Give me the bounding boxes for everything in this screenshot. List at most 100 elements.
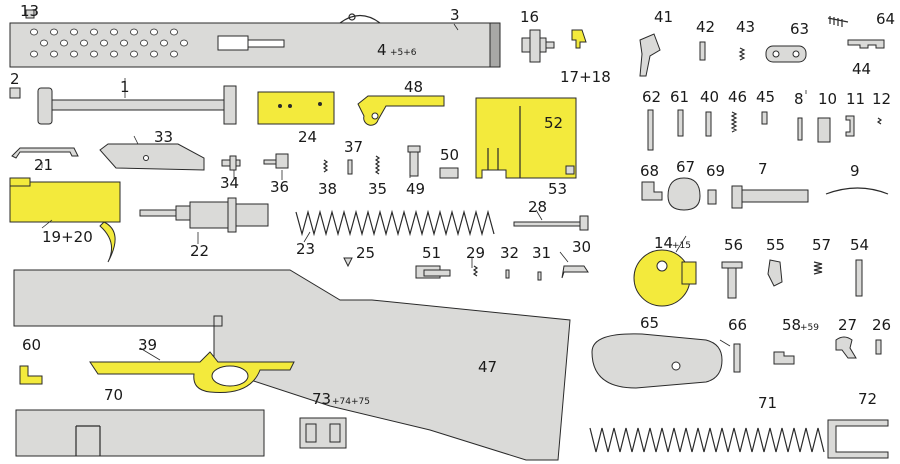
part-41-hammer [639,33,661,77]
label-11: 11 [846,90,865,108]
label-73: 73 [312,390,331,408]
part-57-spring [813,261,823,275]
label-42: 42 [696,18,715,36]
label-29: 29 [466,244,485,262]
label-4: 4 [377,41,387,59]
label-9: 9 [850,162,860,180]
part-11-clip [845,115,855,137]
label-27: 27 [838,316,857,334]
label-68: 68 [640,162,659,180]
label-49: 49 [406,180,425,198]
label-16: 16 [520,8,539,26]
part-23-recoil-spring [295,209,495,237]
part-67-swivel [667,177,701,211]
part-42-pin [699,41,706,61]
part-70-magazine [15,409,265,457]
part-7-rail [731,185,809,209]
part-3-receiver [9,13,501,68]
part-64-screw [827,16,849,27]
part-31-pin [537,271,542,281]
label-21: 21 [34,156,53,174]
part-10-plate [817,117,831,143]
label-14: 14 [654,234,673,252]
label-58-sub: +59 [800,323,819,333]
part-61-screw [677,109,684,137]
label-28: 28 [528,198,547,216]
label-40: 40 [700,88,719,106]
label-10: 10 [818,90,837,108]
label-55: 55 [766,236,785,254]
label-14-sub: +15 [672,241,691,251]
part-16 [521,29,555,63]
label-43: 43 [736,18,755,36]
part-44-piece [847,39,885,49]
part-labels: 13 3 4 +5+6 16 17+18 2 1 48 52 24 33 21 … [10,2,895,412]
part-55-lever [767,259,783,287]
label-56: 56 [724,236,743,254]
part-2-screw [9,87,21,99]
label-48: 48 [404,78,423,96]
label-57: 57 [812,236,831,254]
part-34-pin [221,155,241,171]
label-1: 1 [120,78,130,96]
part-37-pin [347,159,353,175]
part-13-stud [25,9,35,19]
part-56-screw [721,261,743,299]
part-32-pin [505,269,510,279]
label-60: 60 [22,336,41,354]
part-17-18 [571,29,587,49]
part-9-spring-wire [825,187,889,195]
part-65-buttplate [591,333,723,389]
part-39-trigger-guard [89,351,295,394]
part-71-spring [589,427,825,453]
part-51-screw [415,265,451,279]
label-51: 51 [422,244,441,262]
label-31: 31 [532,244,551,262]
label-37: 37 [344,138,363,156]
part-19-20-trigger-housing [9,177,121,263]
label-47: 47 [478,358,497,376]
label-69: 69 [706,162,725,180]
label-4-sub: +5+6 [390,48,417,58]
part-21 [11,147,79,159]
label-65: 65 [640,314,659,332]
label-71: 71 [758,394,777,412]
label-45: 45 [756,88,775,106]
part-14-15-drum [633,249,697,307]
label-12: 12 [872,90,891,108]
label-19-20: 19+20 [42,228,93,246]
label-63: 63 [790,20,809,38]
label-22: 22 [190,242,209,260]
part-62-screw [647,109,654,151]
part-50-block [439,167,459,179]
label-8: 8 [794,90,804,108]
part-49-screw [407,145,421,177]
part-46-spring [730,111,738,133]
label-73-sub: +74+75 [332,397,370,407]
label-58: 58 [782,316,801,334]
part-35-spring [374,155,381,175]
label-41: 41 [654,8,673,26]
part-36 [263,153,289,169]
part-29-spring [472,265,479,277]
part-26-pin [875,339,882,355]
label-70: 70 [104,386,123,404]
part-27 [835,336,857,359]
label-54: 54 [850,236,869,254]
label-39: 39 [138,336,157,354]
label-64: 64 [876,10,895,28]
label-61: 61 [670,88,689,106]
label-52: 52 [544,114,563,132]
part-24-block [257,91,335,125]
part-53-screw [565,165,575,175]
label-7: 7 [758,160,768,178]
part-48-lever [357,95,445,126]
label-46: 46 [728,88,747,106]
label-53: 53 [548,180,567,198]
part-22-bolt [139,197,269,233]
part-1-firing-pin [37,85,237,125]
part-25-pin [343,257,353,268]
part-33-cover [99,143,205,171]
label-50: 50 [440,146,459,164]
vertical-small-parts [647,109,883,151]
